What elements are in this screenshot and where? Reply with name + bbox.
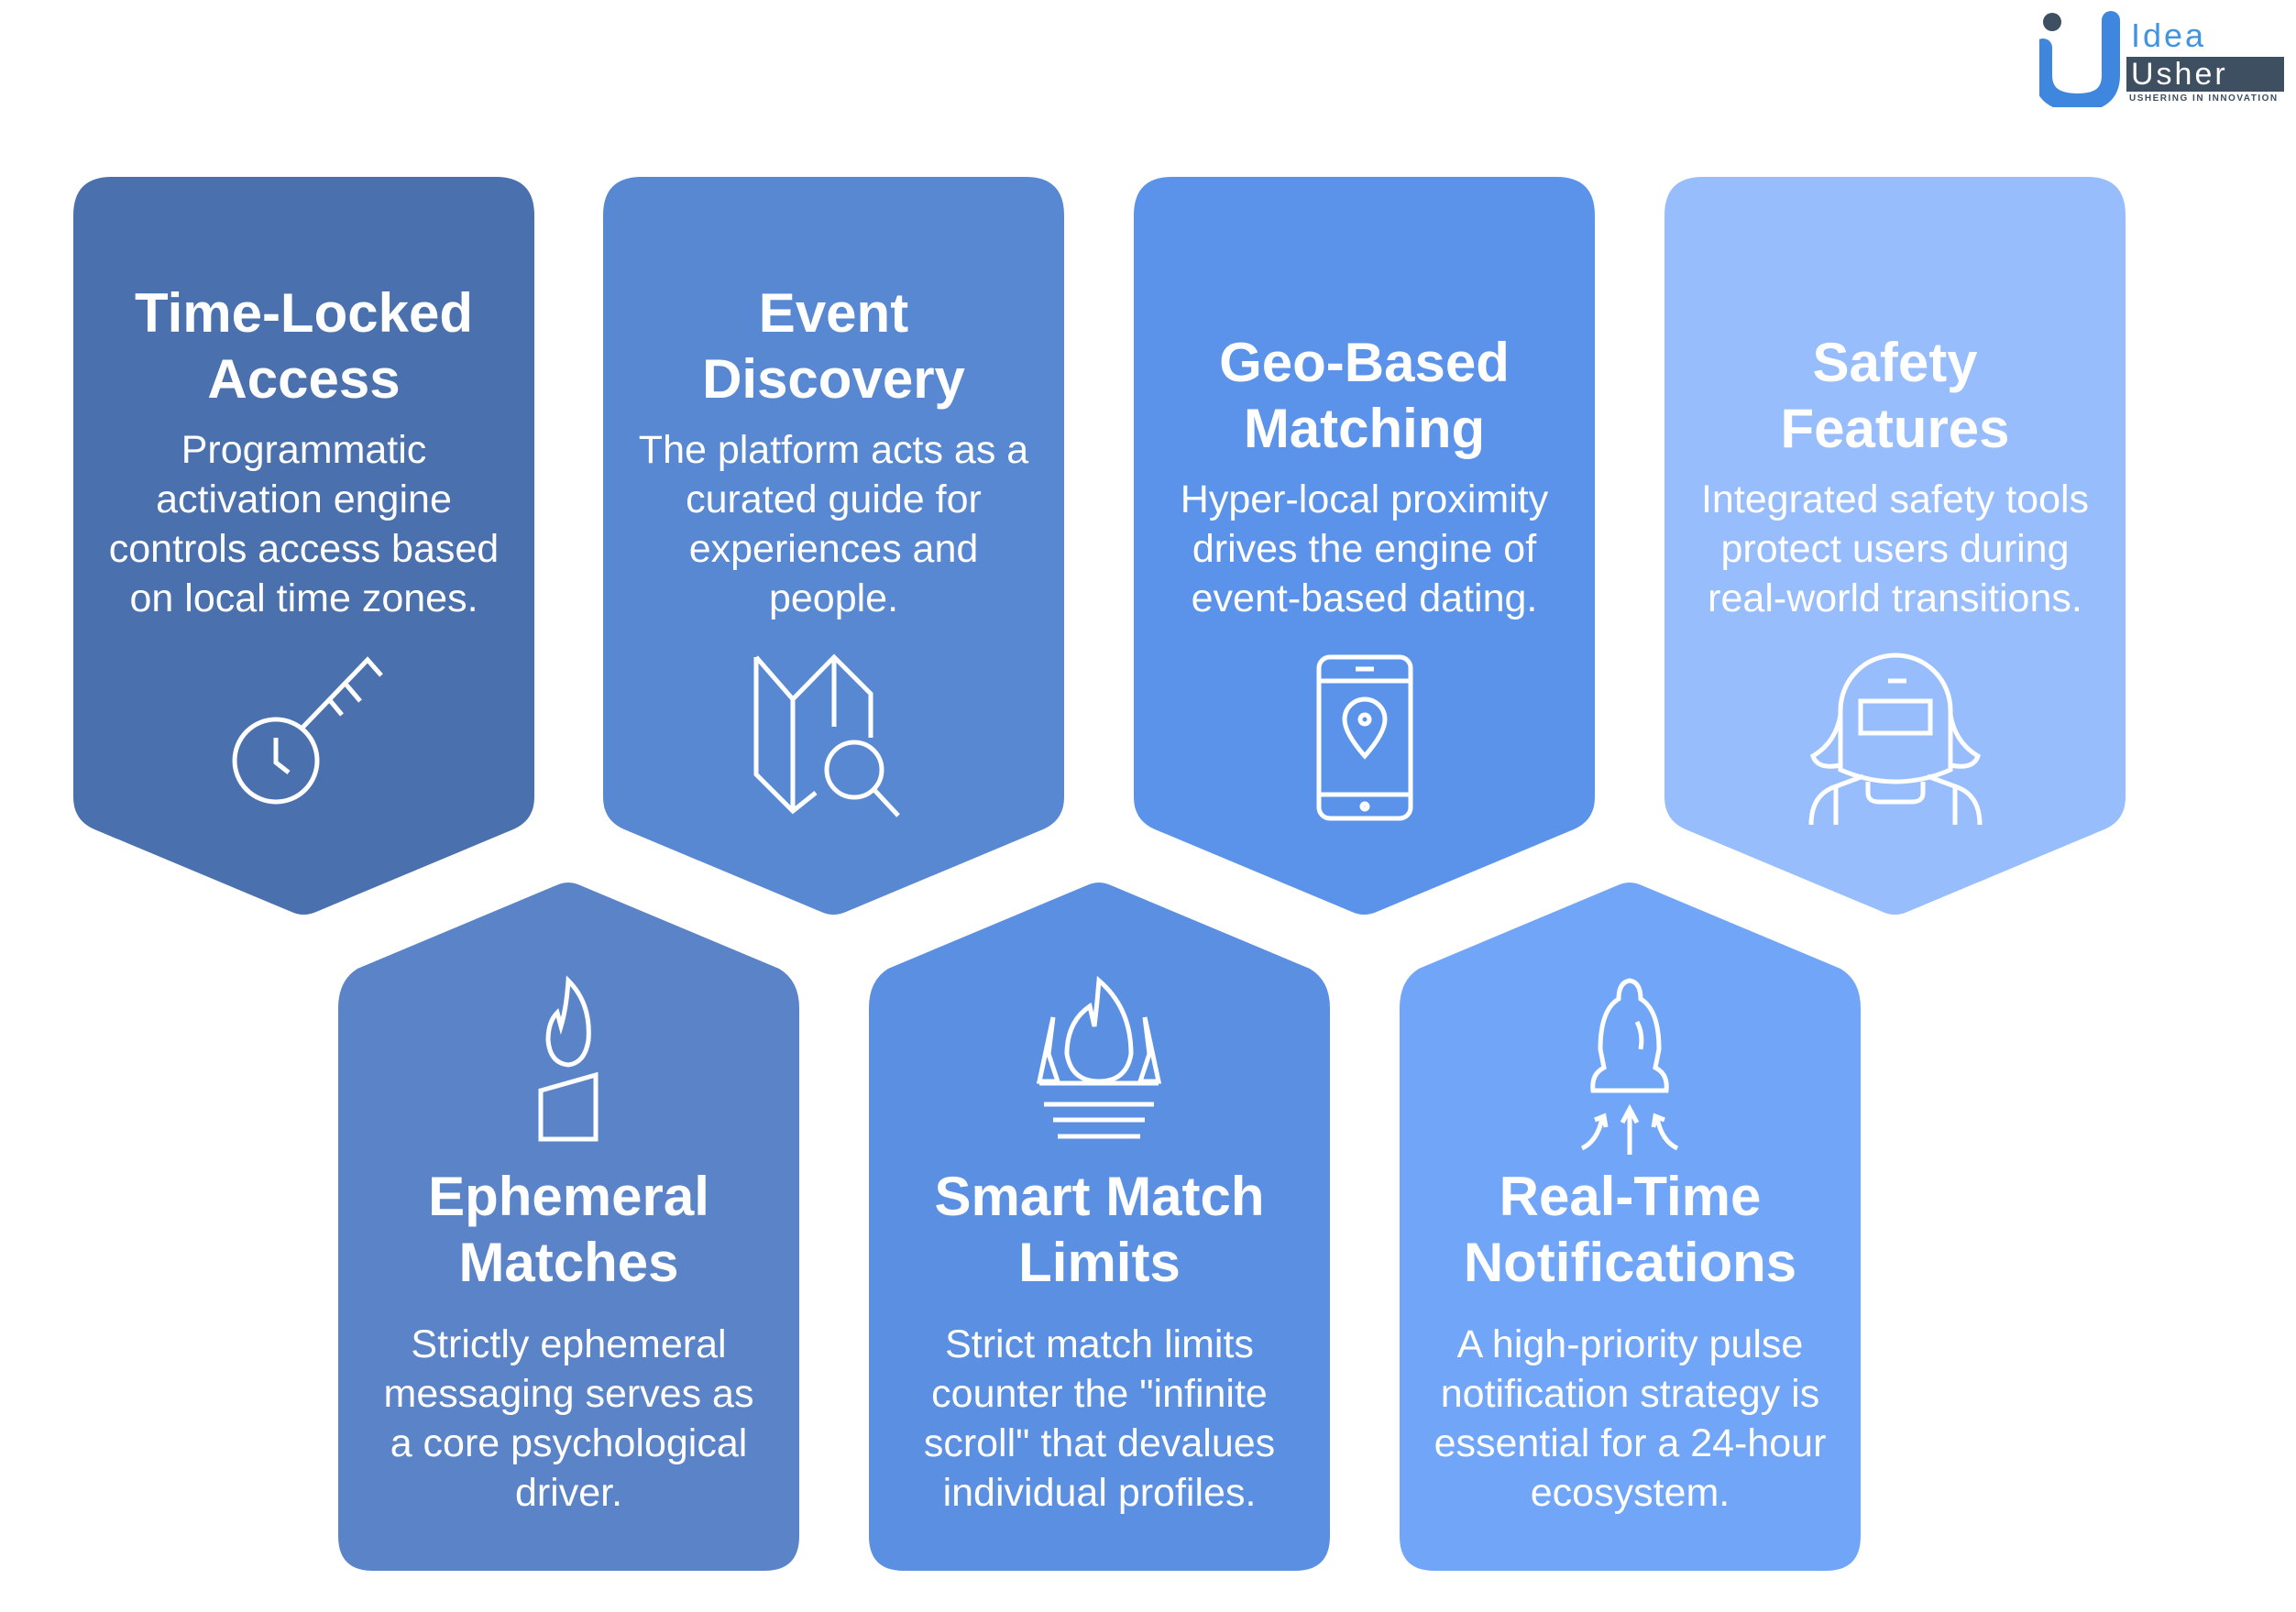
clock-key-icon — [212, 646, 395, 829]
card-title: Event Discovery — [702, 282, 965, 410]
card-geo-based-matching: Geo-Based Matching Hyper-local proximity… — [1134, 183, 1595, 623]
card-body: Programmatic activation engine controls … — [108, 428, 500, 620]
card-title: Time-Locked Access — [135, 282, 473, 410]
card-bg-smart-match — [869, 883, 1330, 1571]
card-title: Ephemeral Matches — [428, 1166, 709, 1293]
card-body: A high-priority pulse notification strat… — [1434, 1322, 1827, 1515]
card-body: Hyper-local proximity drives the engine … — [1180, 477, 1549, 620]
card-bg-real-time — [1400, 883, 1861, 1571]
card-body: The platform acts as a curated guide for… — [638, 428, 1029, 620]
card-bg-geo-based — [1134, 177, 1595, 915]
map-search-icon — [742, 646, 926, 829]
welding-helmet-icon — [1804, 646, 1987, 829]
card-bg-safety — [1664, 177, 2126, 915]
card-title: Safety Features — [1780, 332, 2010, 459]
card-safety-features: Safety Features Integrated safety tools … — [1664, 183, 2126, 623]
card-ephemeral-matches: Ephemeral Matches Strictly ephemeral mes… — [338, 1164, 799, 1518]
logo-word-usher: Usher — [2131, 57, 2228, 92]
card-title: Real-Time Notifications — [1463, 1166, 1797, 1293]
card-bg-ephemeral — [338, 883, 799, 1571]
card-time-locked-access: Time-Locked Access Programmatic activati… — [73, 183, 534, 623]
candle-icon — [477, 971, 660, 1155]
card-title: Geo-Based Matching — [1219, 332, 1510, 459]
card-real-time-notifications: Real-Time Notifications A high-priority … — [1400, 1164, 1861, 1518]
card-body: Strict match limits counter the "infinit… — [923, 1322, 1276, 1515]
card-event-discovery: Event Discovery The platform acts as a c… — [603, 183, 1064, 623]
phone-location-icon — [1273, 646, 1456, 829]
pulse-alert-icon — [1538, 971, 1721, 1155]
card-body: Integrated safety tools protect users du… — [1700, 477, 2090, 620]
idea-usher-logo: Idea Usher USHERING IN INNOVATION — [2034, 11, 2287, 113]
card-body: Strictly ephemeral messaging serves as a… — [383, 1322, 754, 1515]
logo-tagline: USHERING IN INNOVATION — [2129, 93, 2279, 104]
card-title: Smart Match Limits — [934, 1166, 1265, 1293]
card-smart-match-limits: Smart Match Limits Strict match limits c… — [869, 1164, 1330, 1518]
fire-pit-icon — [1007, 971, 1191, 1155]
logo-word-idea: Idea — [2131, 16, 2207, 54]
card-bg-event-discovery — [603, 177, 1064, 915]
card-bg-time-locked — [73, 177, 534, 915]
